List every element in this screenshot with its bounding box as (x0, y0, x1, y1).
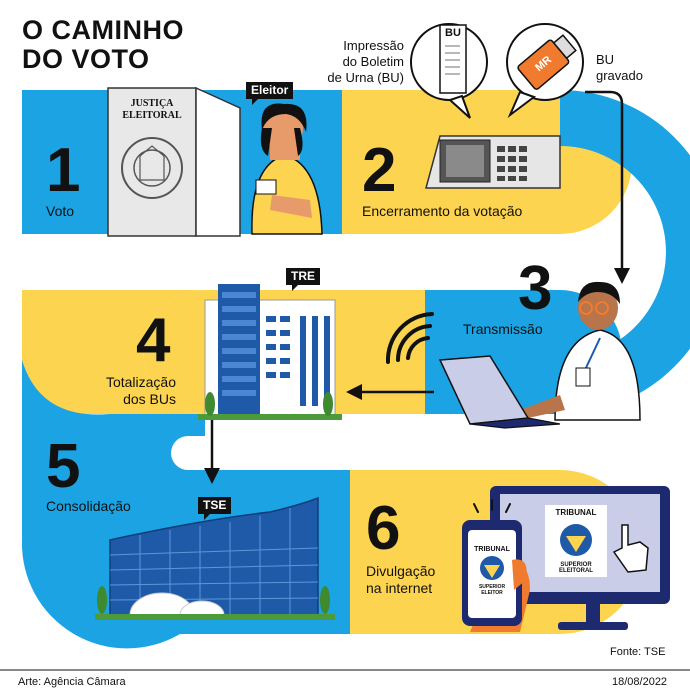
band-turn1 (560, 90, 690, 414)
step-5-label: Consolidação (46, 498, 131, 514)
step-6-label-line1: Divulgação (366, 563, 436, 579)
saved-caption-line1: BU (596, 52, 615, 67)
voter-person (251, 103, 323, 235)
step-6-label-line2: na internet (366, 580, 433, 596)
band-turn2-blue (22, 360, 205, 470)
title-line1: O CAMINHO (22, 15, 184, 45)
technician (520, 281, 641, 421)
monitor-logo-top: TRIBUNAL (555, 508, 597, 517)
booklet-line2: ELEITORAL (122, 110, 182, 121)
step-3-label: Transmissão (463, 321, 543, 337)
memory-card-bubble (506, 23, 584, 119)
step-1-label: Voto (46, 203, 75, 219)
step-2-number: 2 (362, 136, 397, 205)
step-1-number: 1 (46, 136, 81, 205)
voter-tag: Eleitor (246, 82, 294, 105)
step-3-number: 3 (518, 254, 553, 323)
bu-doc-label: BU (445, 27, 461, 39)
print-caption-line2: do Boletim (342, 54, 404, 69)
source-note: Fonte: TSE (610, 646, 666, 658)
saved-caption-line2: gravado (596, 68, 643, 83)
print-caption-line1: Impressão (343, 38, 404, 53)
electoral-booklet (107, 86, 241, 237)
step-4-label-line1: Totalização (105, 374, 176, 390)
tse-tag: TSE (198, 497, 232, 520)
band-gap1 (215, 234, 523, 290)
bu-print-bubble (410, 23, 488, 119)
band-turn2-yellow (22, 290, 205, 414)
voting-machine (425, 135, 561, 189)
tse-building (95, 496, 335, 620)
desktop-monitor (490, 486, 670, 630)
title-line2: DO VOTO (22, 44, 150, 74)
laptop (438, 355, 561, 429)
booklet-line1: JUSTIÇA (130, 98, 174, 109)
step-4-number: 4 (136, 306, 171, 375)
arrow-card-to-transmission (585, 90, 624, 272)
step-4-label-line2: dos BUs (123, 391, 176, 407)
phone-logo-top: TRIBUNAL (474, 546, 510, 553)
notification-icon (473, 499, 511, 513)
print-caption-line3: de Urna (BU) (327, 70, 404, 85)
phone-logo-bottom: SUPERIOR ELEITOR (478, 584, 506, 596)
smartphone (462, 520, 530, 632)
tre-tag: TRE (286, 268, 320, 291)
pointer-hand-icon (612, 524, 649, 573)
monitor-logo-bottom: SUPERIOR ELEITORAL (559, 562, 593, 574)
step-2-label: Encerramento da votação (362, 203, 523, 219)
step-6-number: 6 (366, 494, 401, 563)
date: 18/08/2022 (612, 676, 668, 688)
tre-building (198, 284, 342, 420)
credit: Arte: Agência Câmara (18, 676, 126, 688)
step-5-number: 5 (46, 432, 81, 501)
wifi-icon (385, 312, 434, 364)
